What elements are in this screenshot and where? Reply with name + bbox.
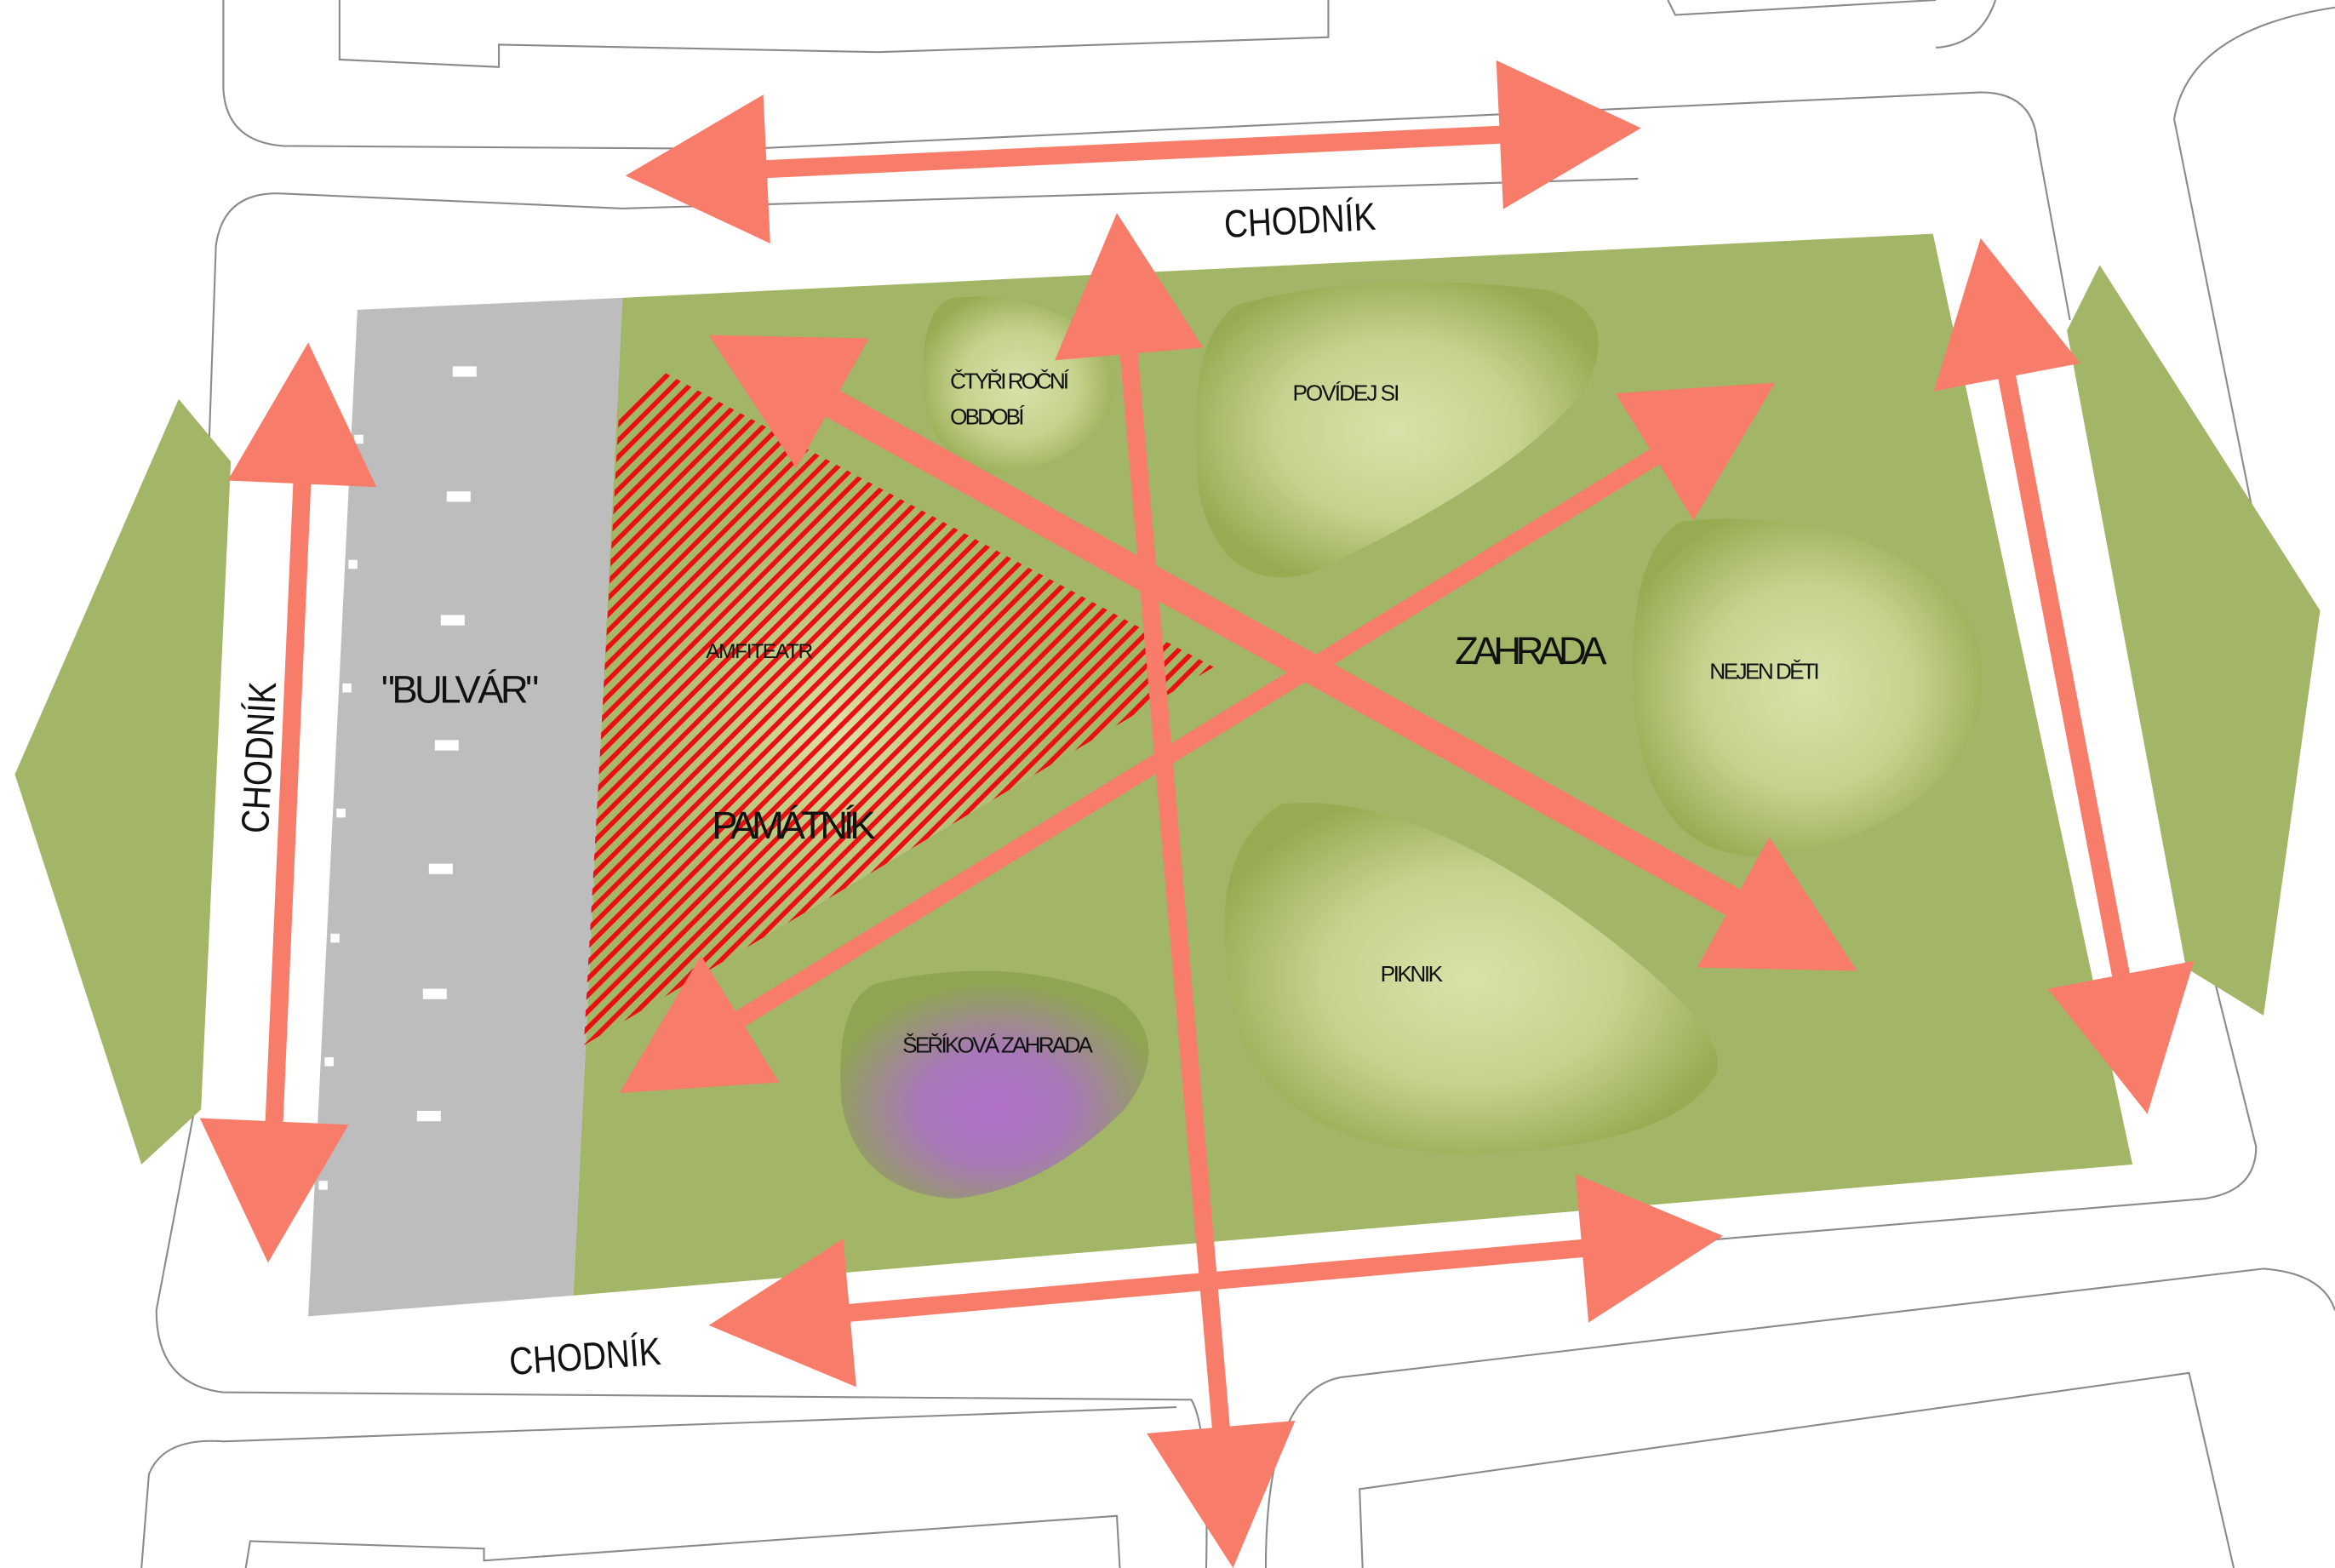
arrow-right-sidewalk	[1933, 237, 2195, 1114]
hatch-line	[583, 350, 845, 1045]
label-four-seasons-2: OBDOBÍ	[950, 404, 1025, 430]
area-not-only-kids	[1633, 518, 1983, 857]
area-chat	[1195, 282, 1599, 578]
label-memorial: PAMÁTNÍK	[712, 804, 875, 847]
label-not-only-kids: NEJEN DĚTI	[1709, 659, 1819, 684]
label-picnic: PIKNIK	[1381, 961, 1444, 987]
hatch-line	[583, 350, 780, 1045]
boulevard-area	[308, 297, 623, 1317]
hatch-line	[583, 350, 1214, 1045]
area-picnic	[1224, 803, 1719, 1154]
arrow-vertical-center	[1055, 213, 1296, 1568]
label-four-seasons-1: ČTYŘI ROČNÍ	[950, 369, 1070, 394]
boulevard-markings	[318, 366, 477, 1190]
label-sidewalk-top: CHODNÍK	[1223, 195, 1377, 246]
label-boulevard: "BULVÁR"	[381, 668, 539, 712]
movement-arrows	[199, 60, 2195, 1568]
hatch-line	[583, 350, 861, 1045]
hatch-line	[583, 350, 796, 1045]
hatch-line	[583, 350, 828, 1045]
arrow-diagonal-down	[708, 335, 1857, 971]
label-chat: POVÍDEJ SI	[1292, 381, 1399, 406]
label-lilac-garden: ŠEŘÍKOVÁ ZAHRADA	[902, 1033, 1093, 1058]
label-sidewalk-left: CHODNÍK	[233, 681, 284, 835]
hatch-line	[583, 350, 812, 1045]
label-amphitheatre: AMFITEATR	[706, 640, 813, 663]
hatch-line	[583, 350, 878, 1045]
arrow-top-sidewalk	[625, 60, 1641, 243]
hatch-line	[583, 350, 894, 1045]
street-outlines	[140, 0, 2335, 1568]
area-lilac-garden	[840, 970, 1149, 1199]
label-sidewalk-bottom: CHODNÍK	[508, 1330, 662, 1383]
label-garden: ZAHRADA	[1455, 629, 1607, 672]
arrow-left-sidewalk	[199, 342, 377, 1263]
hatch-line	[591, 350, 1214, 1045]
green-wedge-right	[2067, 265, 2321, 1016]
green-wedge-left	[14, 398, 232, 1165]
hatch-line	[583, 350, 763, 1045]
arrow-diagonal-up	[619, 382, 1776, 1093]
hatch-line	[607, 350, 1214, 1045]
